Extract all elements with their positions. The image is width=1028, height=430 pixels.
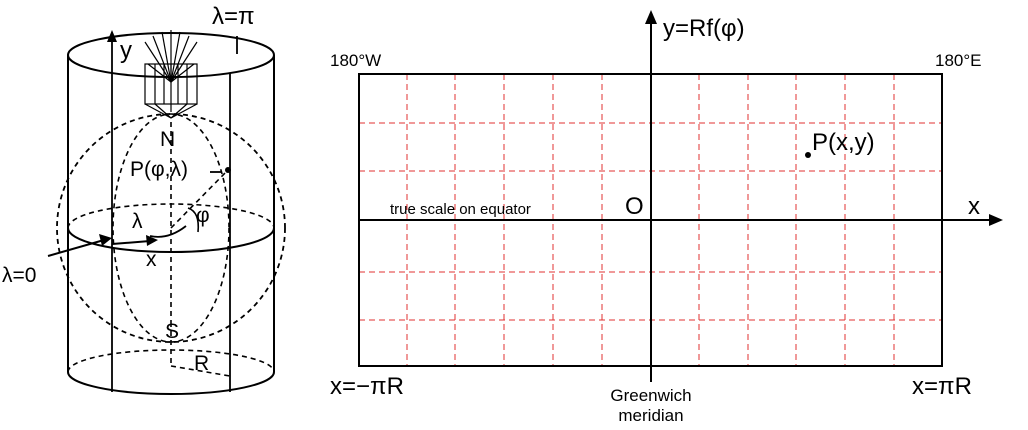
label-radius: R: [194, 352, 209, 375]
radius-line-2: [170, 365, 231, 377]
cylinder-x-axis: [111, 240, 151, 245]
label-greenwich: Greenwich: [610, 386, 691, 405]
label-lambda-zero: λ=0: [2, 264, 36, 287]
lambda-zero-pointer: [47, 239, 105, 257]
label-origin: O: [625, 193, 644, 220]
label-map-point: P(x,y): [812, 129, 875, 156]
map-frame: [358, 20, 992, 382]
label-south-pole: S: [165, 320, 179, 343]
label-lambda-pi: λ=π: [212, 3, 255, 30]
label-right-bound: x=πR: [912, 373, 972, 400]
label-cylinder-x: x: [146, 248, 157, 271]
phi-arc: [187, 207, 200, 233]
light-ray-bundle-icon: [144, 30, 198, 119]
center-to-point-line: [170, 169, 229, 229]
cylinder-diagram: [47, 30, 286, 395]
label-meridian: meridian: [618, 406, 683, 425]
label-map-x-axis: x: [968, 193, 980, 220]
sphere-outline: [56, 113, 286, 343]
label-equator-note: true scale on equator: [390, 201, 531, 218]
sphere-point-p: [225, 167, 231, 173]
label-cylinder-y: y: [120, 37, 132, 64]
map-point-p: [805, 152, 811, 158]
lambda-arc: [149, 225, 187, 238]
label-180-east: 180°E: [935, 51, 982, 70]
label-180-west: 180°W: [330, 51, 381, 70]
label-map-y-axis: y=Rf(φ): [663, 15, 745, 42]
lambda-zero-arrowhead: [99, 234, 112, 246]
label-lambda-angle: λ: [132, 210, 143, 233]
label-north-pole: N: [160, 128, 175, 151]
cylinder-y-arrowhead: [107, 30, 117, 42]
label-phi-angle: φ: [196, 204, 210, 227]
cylinder-bottom-front: [67, 371, 275, 395]
label-left-bound: x=−πR: [330, 373, 404, 400]
label-sphere-point: P(φ,λ): [130, 158, 188, 181]
map-x-arrowhead: [989, 214, 1003, 226]
cylinder-x-arrowhead: [146, 235, 158, 246]
map-y-arrowhead: [645, 10, 657, 24]
